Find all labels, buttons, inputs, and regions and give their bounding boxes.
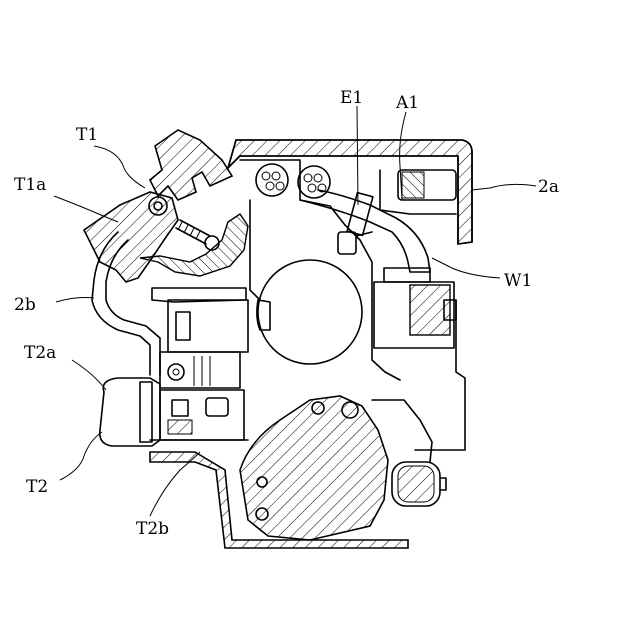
label-2b: 2b — [14, 295, 36, 315]
label-a1: A1 — [395, 93, 419, 113]
label-2a: 2a — [538, 177, 559, 197]
leader-t2 — [60, 432, 102, 480]
label-w1: W1 — [504, 271, 532, 291]
label-t2: T2 — [26, 477, 48, 497]
leader-e1 — [357, 106, 358, 205]
label-t2a: T2a — [24, 343, 56, 363]
cable-right — [298, 166, 330, 198]
cable-left — [256, 164, 288, 196]
label-t2b: T2b — [136, 519, 169, 539]
leader-t2a — [72, 360, 106, 390]
leader-t1a — [54, 196, 118, 222]
cylinder-bore — [258, 260, 362, 364]
lower-lever — [240, 396, 446, 540]
leader-t1 — [94, 146, 145, 188]
switch-t2 — [100, 300, 248, 446]
right-block — [374, 282, 456, 348]
component-2a — [380, 170, 456, 214]
leader-2b — [56, 298, 94, 303]
leader-w1 — [432, 258, 500, 278]
label-t1: T1 — [76, 125, 98, 145]
lever-t1 — [84, 130, 248, 302]
label-t1a: T1a — [14, 175, 46, 195]
inner-body — [240, 160, 400, 380]
label-e1: E1 — [340, 88, 363, 108]
leader-2a — [472, 184, 536, 190]
